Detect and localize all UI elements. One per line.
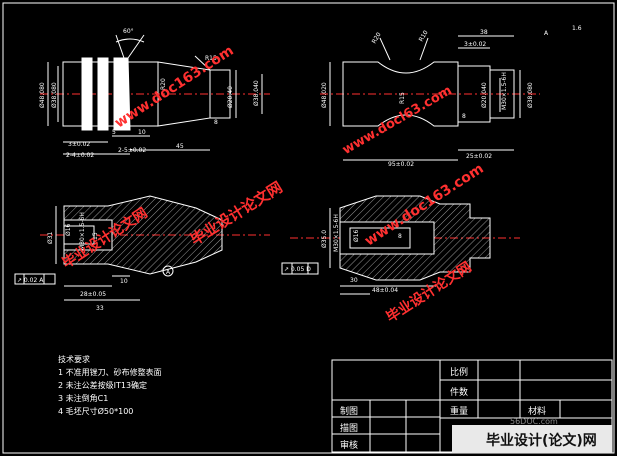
svg-text:R15: R15	[399, 92, 406, 104]
svg-text:Ø16: Ø16	[353, 229, 360, 242]
view-bottom-left-labels: Ø31 Ø16 M30×1.5-6H 15 28±0.05 33 10 A	[47, 212, 171, 312]
title-block-count: 件数	[450, 388, 469, 398]
svg-text:33: 33	[96, 305, 104, 312]
tech-note-item: 2 未注公差按级IT13确定	[58, 381, 148, 390]
svg-text:2-5±0.02: 2-5±0.02	[118, 147, 146, 154]
svg-text:R15: R15	[205, 55, 217, 62]
svg-text:3±0.02: 3±0.02	[68, 141, 90, 148]
svg-text:M30×1.5-6H: M30×1.5-6H	[79, 212, 86, 250]
svg-text:1.6: 1.6	[572, 25, 582, 32]
tech-note-item: 3 未注倒角C1	[58, 394, 109, 403]
svg-text:Ø48.080: Ø48.080	[39, 82, 46, 108]
svg-text:28±0.05: 28±0.05	[80, 291, 106, 298]
svg-text:15: 15	[92, 232, 99, 240]
svg-text:R10: R10	[418, 29, 430, 43]
view-bottom-right	[290, 195, 520, 295]
svg-text:2-4±0.02: 2-4±0.02	[66, 152, 94, 159]
tolerance-text-d: ↗ 0.05 D	[284, 266, 311, 273]
title-block	[331, 359, 613, 453]
svg-text:Ø38.040: Ø38.040	[253, 80, 260, 106]
site-logo: 毕业设计(论文)网	[452, 425, 612, 453]
title-block-checker: 审核	[340, 441, 359, 451]
view-top-right	[320, 35, 540, 161]
tech-note-item: 4 毛坯尺寸Ø50*100	[58, 407, 134, 416]
svg-text:45: 45	[176, 143, 184, 150]
title-block-drawn: 制图	[340, 407, 359, 417]
tech-notes: 技术要求 1 不准用锉刀、砂布修整表面 2 未注公差按级IT13确定 3 未注倒…	[58, 353, 318, 418]
svg-text:3±0.02: 3±0.02	[464, 41, 486, 48]
svg-text:Ø38.080: Ø38.080	[527, 82, 534, 108]
svg-text:R20: R20	[160, 78, 167, 90]
svg-text:95±0.02: 95±0.02	[388, 161, 414, 168]
svg-text:10: 10	[138, 129, 146, 136]
svg-text:8: 8	[462, 113, 466, 120]
title-block-material: 材料	[528, 407, 547, 417]
tolerance-frame-d	[281, 262, 319, 275]
svg-text:60°: 60°	[123, 28, 134, 35]
view-bottom-left	[40, 195, 270, 301]
svg-text:M30×1.5-6H: M30×1.5-6H	[333, 214, 340, 252]
svg-text:A: A	[166, 269, 171, 276]
title-block-scale: 比例	[450, 368, 469, 378]
svg-text:Ø20.040: Ø20.040	[481, 82, 488, 108]
logo-main-text: 毕业设计(论文)网	[486, 433, 597, 449]
svg-text:8: 8	[398, 233, 402, 240]
tech-notes-title: 技术要求	[58, 355, 90, 364]
svg-text:8: 8	[214, 119, 218, 126]
svg-text:5: 5	[112, 129, 116, 136]
svg-text:A: A	[544, 30, 549, 37]
tech-note-item: 1 不准用锉刀、砂布修整表面	[58, 368, 162, 377]
svg-text:Ø16: Ø16	[65, 223, 72, 236]
svg-text:38: 38	[480, 29, 488, 36]
svg-text:M30×1.5-6H: M30×1.5-6H	[501, 72, 508, 110]
tolerance-frame-a	[14, 273, 56, 285]
svg-text:Ø48.020: Ø48.020	[321, 82, 328, 108]
svg-text:25±0.02: 25±0.02	[466, 153, 492, 160]
svg-text:Ø35.0: Ø35.0	[321, 230, 328, 248]
svg-text:10: 10	[120, 278, 128, 285]
svg-text:30: 30	[350, 277, 358, 284]
title-block-tracer: 描图	[340, 424, 359, 434]
svg-text:Ø38.080: Ø38.080	[51, 82, 58, 108]
svg-text:48±0.04: 48±0.04	[372, 287, 398, 294]
svg-text:Ø20.40: Ø20.40	[227, 86, 234, 108]
view-top-left-labels: 60° Ø48.080 Ø38.080 R20 Ø20.40 Ø38.040 R…	[39, 28, 260, 159]
tolerance-text-a: ↗ 0.02 A	[17, 277, 44, 284]
logo-small-text: 56DOC.com	[510, 417, 558, 426]
svg-text:R20: R20	[371, 31, 383, 45]
title-block-weight: 重量	[450, 407, 469, 417]
view-top-left	[40, 34, 270, 155]
svg-text:Ø31: Ø31	[47, 231, 54, 244]
view-bottom-right-labels: Ø35.0 M30×1.5-6H Ø16 8 48±0.04 30	[321, 214, 402, 294]
